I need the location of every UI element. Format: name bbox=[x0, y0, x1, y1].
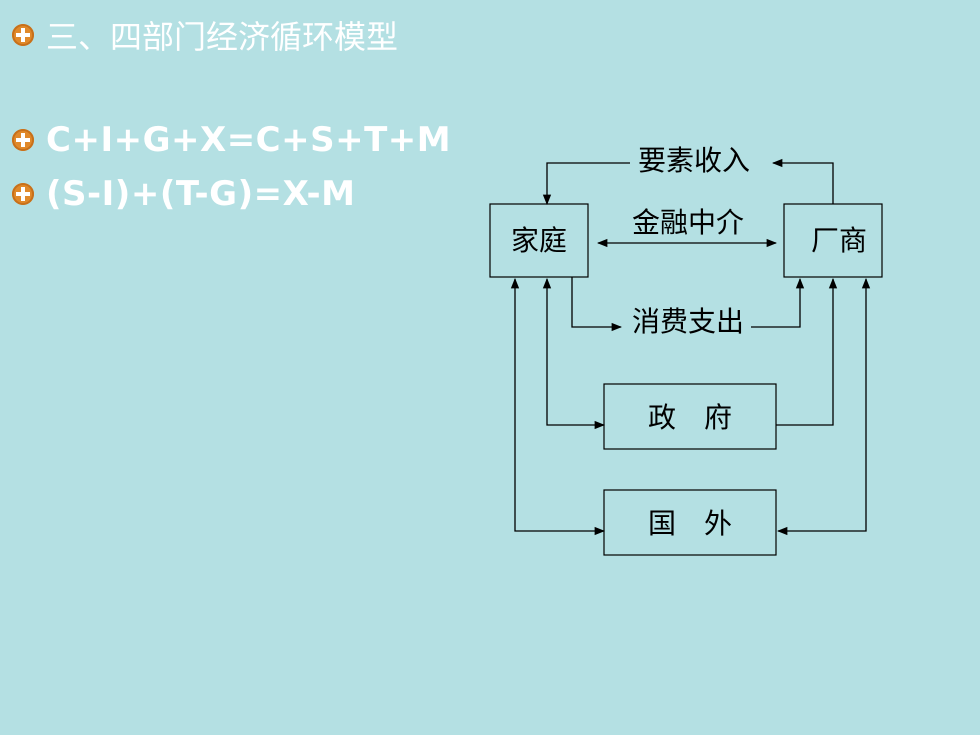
households-node: 家庭 bbox=[489, 203, 589, 278]
bullet-icon bbox=[12, 24, 34, 46]
factor-income-flow-left bbox=[542, 162, 630, 206]
firms-label: 厂商 bbox=[811, 224, 867, 257]
bullet-icon bbox=[12, 129, 34, 151]
formula-row-1: C+I+G+X=C+S+T+M bbox=[12, 120, 451, 160]
formula-row-2: (S-I)+(T-G)=X-M bbox=[12, 174, 355, 214]
foreign-node: 国 外 bbox=[603, 489, 777, 556]
bullet-icon bbox=[12, 183, 34, 205]
households-label: 家庭 bbox=[511, 224, 567, 257]
factor-income-label: 要素收入 bbox=[638, 144, 750, 177]
firms-node: 厂商 bbox=[783, 203, 883, 278]
title-row: 三、四部门经济循环模型 bbox=[12, 12, 398, 58]
slide-title: 三、四部门经济循环模型 bbox=[46, 18, 399, 56]
households-government-flow bbox=[542, 277, 606, 430]
financial-intermediary-label: 金融中介 bbox=[632, 206, 744, 239]
consumption-spending-label: 消费支出 bbox=[632, 305, 744, 338]
consumption-flow-left bbox=[571, 277, 623, 332]
factor-income-flow-right bbox=[771, 158, 834, 204]
formula-2: (S-I)+(T-G)=X-M bbox=[46, 174, 356, 214]
households-foreign-flow bbox=[510, 277, 606, 536]
government-label: 政 府 bbox=[648, 401, 732, 434]
consumption-flow-right bbox=[751, 277, 805, 328]
government-firms-flow bbox=[776, 277, 838, 426]
foreign-label: 国 外 bbox=[648, 507, 732, 540]
firms-foreign-flow bbox=[776, 277, 871, 536]
formula-1: C+I+G+X=C+S+T+M bbox=[46, 120, 452, 160]
government-node: 政 府 bbox=[603, 383, 777, 450]
